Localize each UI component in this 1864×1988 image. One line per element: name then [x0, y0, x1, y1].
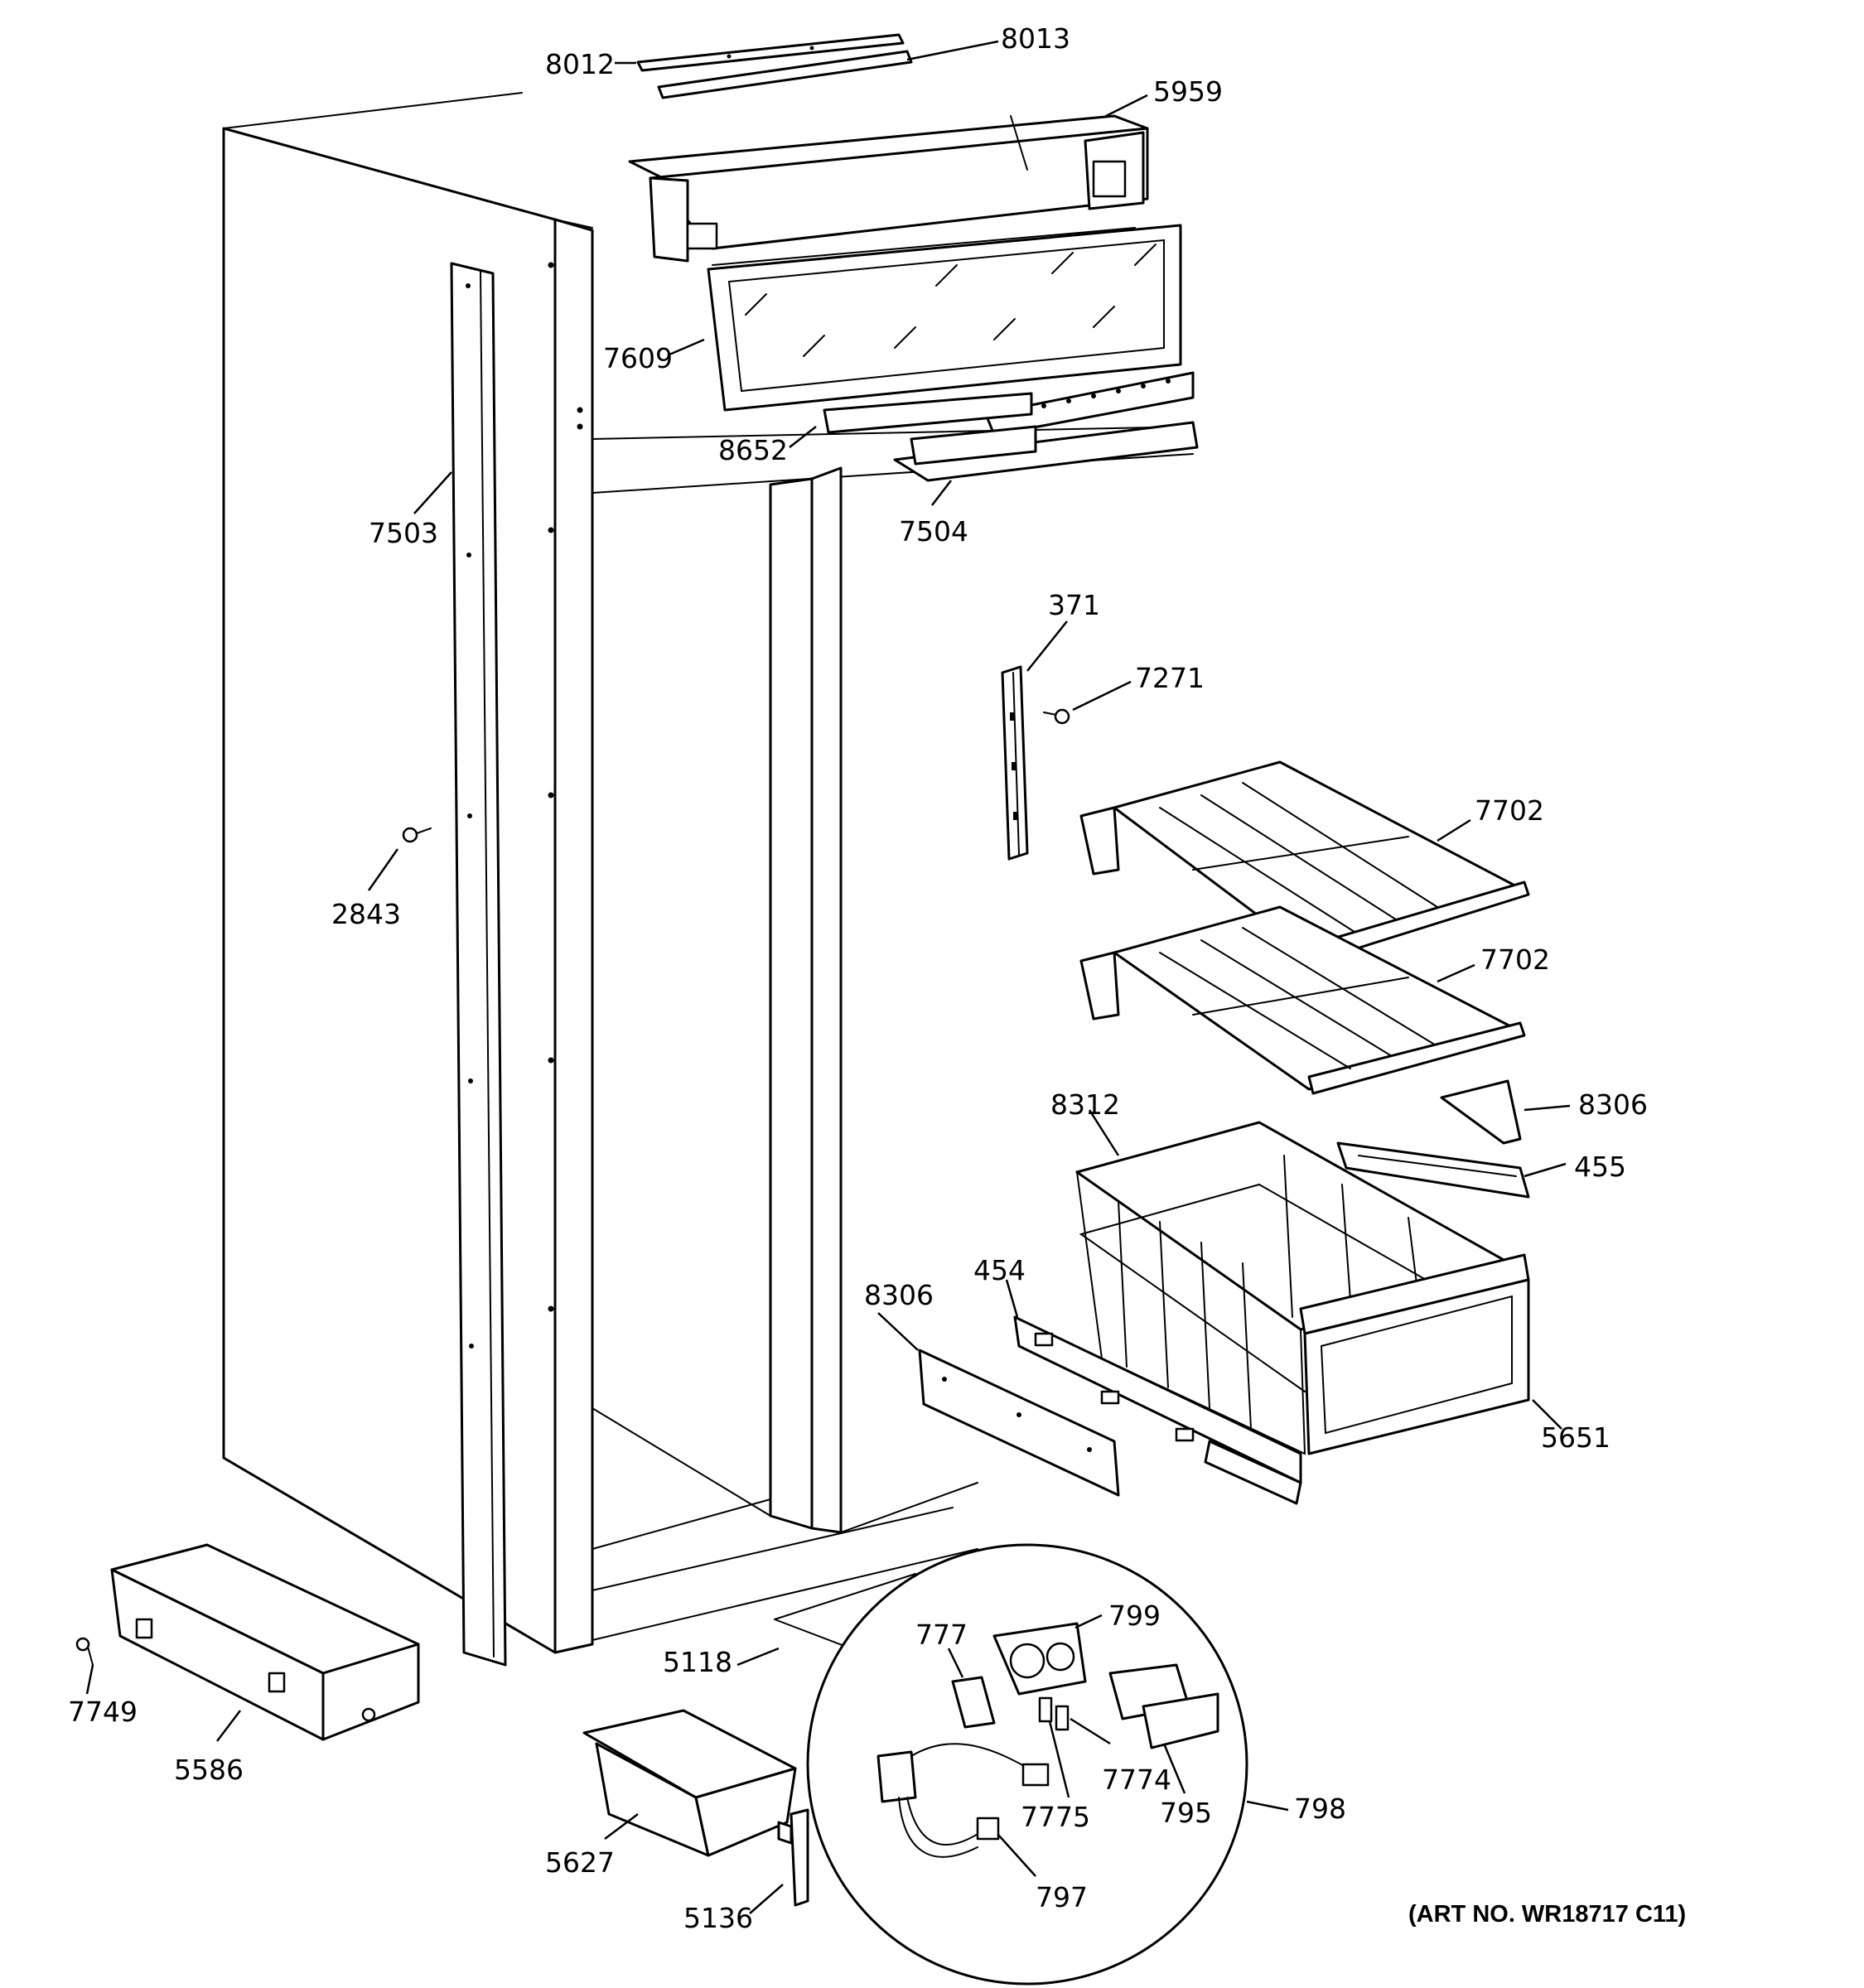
callout-7774: 7774 — [1102, 1764, 1171, 1796]
callout-7702-upper: 7702 — [1475, 794, 1544, 827]
top-housing — [628, 114, 1149, 263]
callout-8312: 8312 — [1050, 1088, 1120, 1121]
callout-8306-left: 8306 — [864, 1279, 934, 1311]
glass-panel — [707, 224, 1182, 412]
tray — [582, 1709, 797, 1857]
art-number: (ART NO. WR18717 C11) — [1408, 1901, 1686, 1928]
callout-labels: 8012 8013 5959 7609 8652 7503 7504 371 7… — [68, 22, 1686, 1934]
callout-455: 455 — [1574, 1151, 1626, 1183]
leader-lines — [85, 40, 1571, 1914]
callout-7609: 7609 — [603, 342, 673, 374]
callout-7271: 7271 — [1135, 662, 1205, 694]
callout-777: 777 — [915, 1619, 968, 1651]
callout-5651: 5651 — [1541, 1421, 1610, 1454]
callout-2843: 2843 — [331, 898, 401, 930]
callout-7504: 7504 — [899, 515, 968, 548]
drawer-front — [1299, 1253, 1530, 1455]
callout-797: 797 — [1036, 1881, 1088, 1913]
callout-5586: 5586 — [174, 1754, 244, 1786]
callout-8652: 8652 — [718, 434, 788, 466]
callout-795: 795 — [1160, 1797, 1212, 1829]
left-rail — [918, 1349, 1120, 1497]
callout-799: 799 — [1108, 1600, 1161, 1632]
perforated-trim — [823, 371, 1195, 437]
callout-454: 454 — [973, 1254, 1026, 1286]
screw-7749 — [75, 1637, 94, 1666]
callout-8012: 8012 — [545, 48, 615, 80]
wire-shelf-upper — [1079, 760, 1530, 963]
callout-7749: 7749 — [68, 1696, 138, 1728]
callout-8013: 8013 — [1001, 22, 1070, 55]
right-rails — [1336, 1079, 1530, 1199]
callout-5118: 5118 — [663, 1646, 732, 1678]
compartment-cover — [110, 1543, 420, 1741]
vertical-trim-strip — [450, 262, 507, 1667]
bracket-5136 — [777, 1808, 809, 1907]
callout-7775: 7775 — [1021, 1801, 1090, 1833]
callout-5959: 5959 — [1153, 75, 1223, 108]
callout-798: 798 — [1294, 1793, 1346, 1825]
callout-7503: 7503 — [369, 517, 438, 549]
screw-2843 — [402, 827, 432, 843]
detail-inset-798 — [806, 1543, 1248, 1986]
callout-371: 371 — [1048, 589, 1100, 621]
shelf-bracket — [1001, 665, 1029, 861]
screw-7271 — [1043, 708, 1070, 725]
lower-trim — [893, 421, 1199, 482]
slide-rail — [1013, 1315, 1302, 1505]
callout-8306-right: 8306 — [1578, 1088, 1648, 1121]
callout-7702-lower: 7702 — [1480, 943, 1550, 976]
callout-5627: 5627 — [545, 1846, 615, 1879]
callout-5136: 5136 — [683, 1902, 753, 1934]
wire-shelf-lower — [1079, 905, 1526, 1095]
top-strips — [636, 33, 913, 99]
